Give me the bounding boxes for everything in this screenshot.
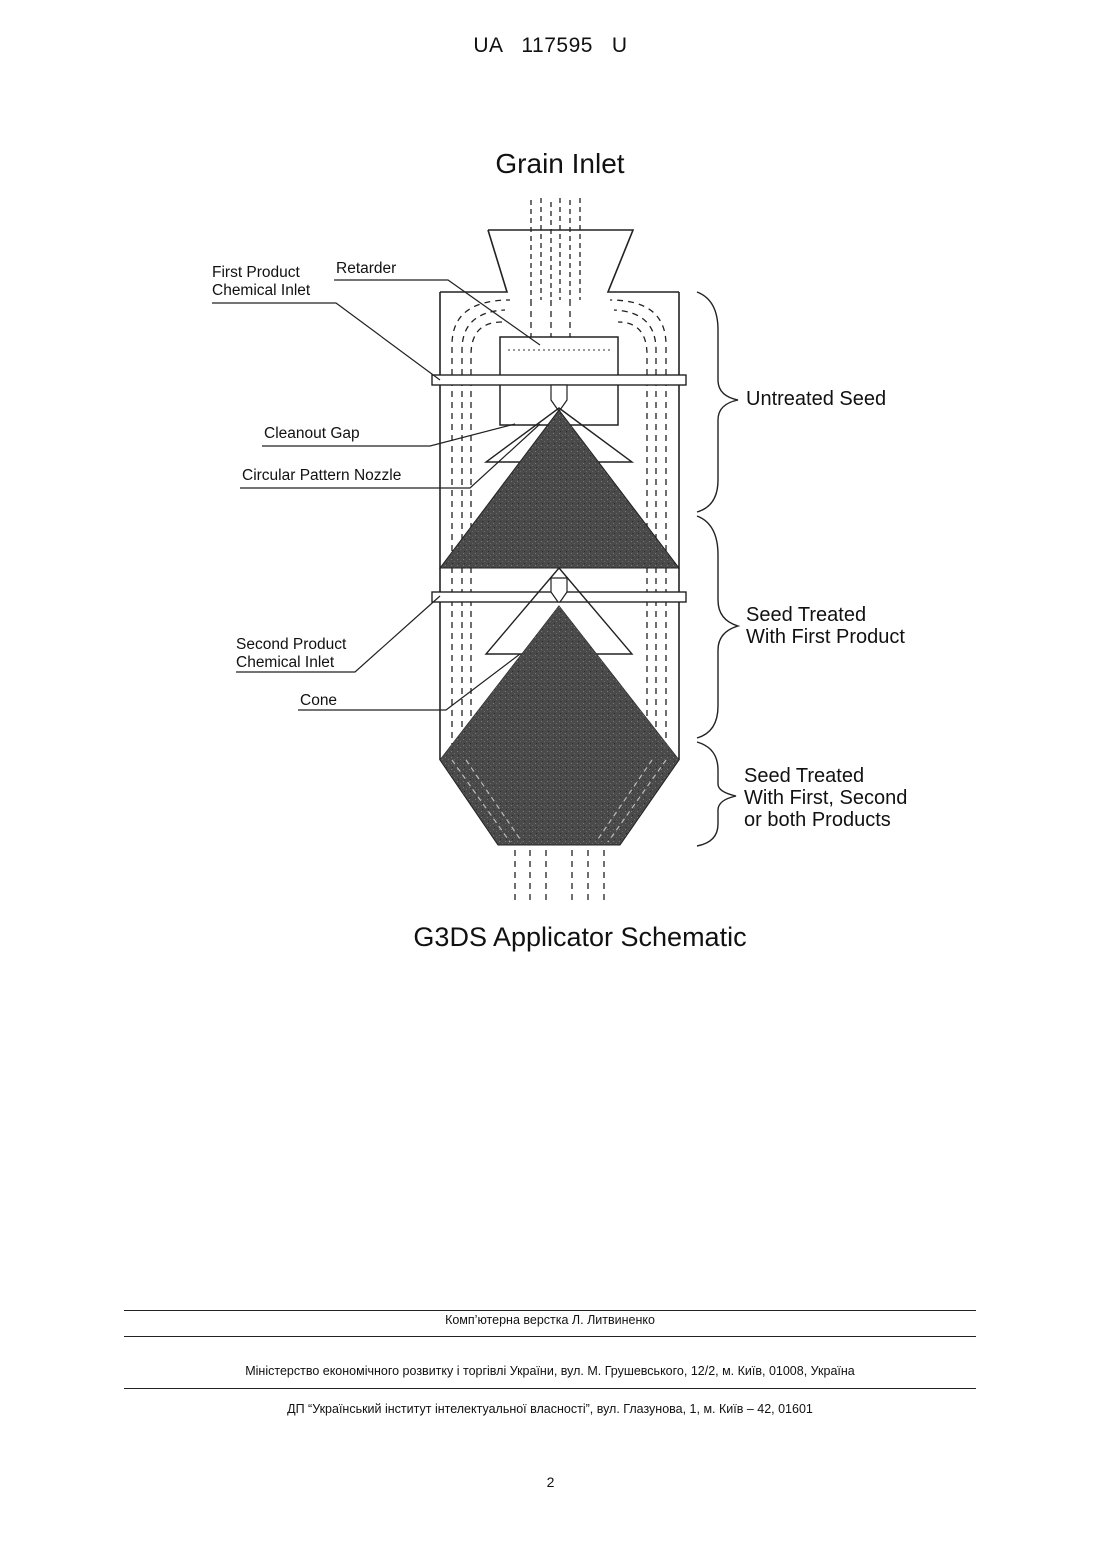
label-first-product-inlet: First Product Chemical Inlet [212, 264, 310, 300]
footer-institute: ДП “Український інститут інтелектуальної… [124, 1402, 976, 1416]
first-inlet-pipe [432, 375, 686, 385]
lower-spray-cone [440, 606, 679, 760]
zone-both-products: Seed Treated With First, Second or both … [744, 765, 907, 831]
footer-rule-3 [124, 1388, 976, 1389]
figure-title: Grain Inlet [420, 148, 700, 180]
leader-retarder [334, 280, 540, 345]
figure-caption: G3DS Applicator Schematic [360, 922, 800, 953]
brace-untreated [697, 292, 738, 512]
label-retarder: Retarder [336, 260, 396, 278]
footer-ministry: Міністерство економічного розвитку і тор… [124, 1364, 976, 1378]
grain-stream-bottom [515, 850, 604, 900]
page-number: 2 [0, 1474, 1101, 1490]
footer-typesetting: Комп’ютерна верстка Л. Литвиненко [124, 1313, 976, 1327]
brace-first-product [697, 516, 738, 738]
leader-first-inlet [212, 303, 440, 380]
footer-rule-1 [124, 1310, 976, 1311]
label-cone: Cone [300, 692, 337, 710]
grain-stream-top [531, 198, 580, 300]
hopper [488, 230, 679, 292]
footer-rule-2 [124, 1336, 976, 1337]
brace-both-products [697, 742, 736, 846]
label-second-product-inlet: Second Product Chemical Inlet [236, 636, 346, 672]
zone-untreated-seed: Untreated Seed [746, 388, 886, 410]
label-circular-pattern-nozzle: Circular Pattern Nozzle [242, 467, 401, 485]
label-cleanout-gap: Cleanout Gap [264, 425, 360, 443]
zone-first-product: Seed Treated With First Product [746, 604, 905, 648]
